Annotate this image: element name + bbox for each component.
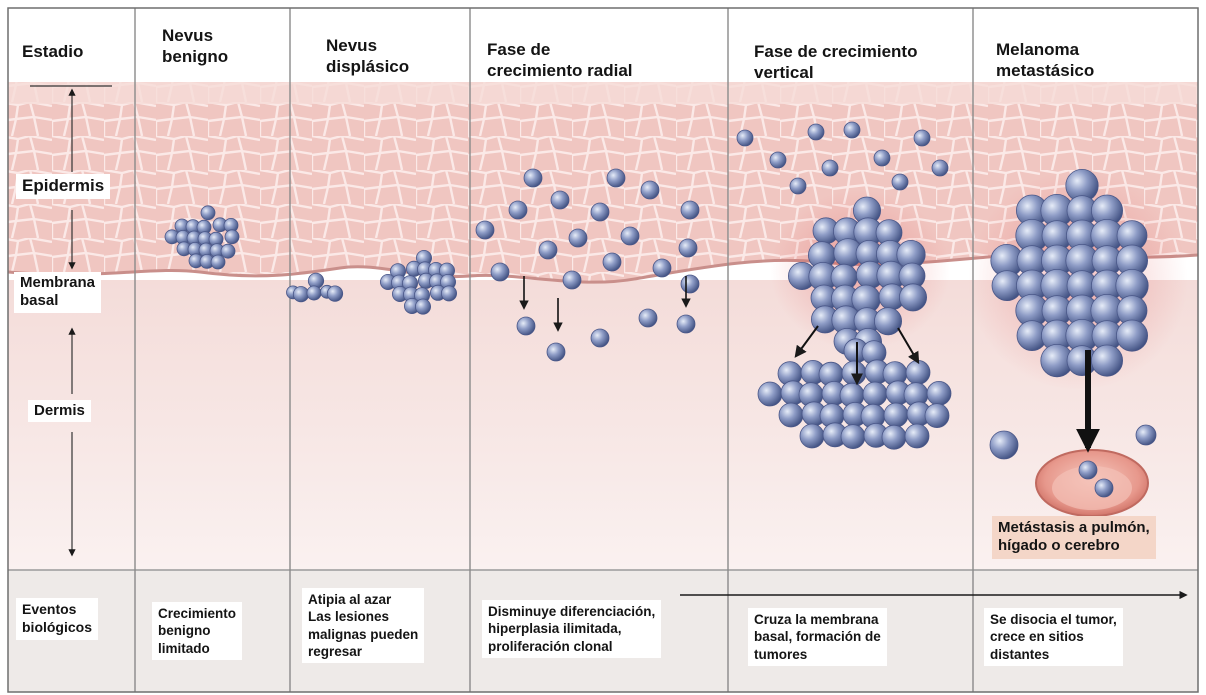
- melanocyte-cell: [842, 361, 866, 385]
- stratum-corneum: [8, 82, 1198, 104]
- melanocyte-cell: [681, 201, 699, 219]
- melanocyte-cell: [415, 299, 430, 314]
- melanocyte-cell: [551, 191, 569, 209]
- melanocyte-cell: [892, 174, 908, 190]
- melanocyte-cell: [293, 287, 308, 302]
- distant-metastasis-nodule: [1036, 450, 1148, 516]
- melanocyte-cell: [779, 403, 803, 427]
- metastasis-label: Metástasis a pulmón, hígado o cerebro: [992, 516, 1156, 559]
- melanocyte-cell: [863, 382, 887, 406]
- header-estadio: Estadio: [22, 42, 83, 63]
- melanocyte-cell: [905, 424, 929, 448]
- event-melanoma-metastasico: Se disocia el tumor, crece en sitios dis…: [984, 608, 1123, 666]
- melanocyte-cell: [822, 160, 838, 176]
- melanocyte-cell: [927, 381, 951, 405]
- header-fase-radial: Fase de crecimiento radial: [487, 40, 633, 81]
- melanocyte-cell: [932, 160, 948, 176]
- melanocyte-cell: [914, 130, 930, 146]
- melanocyte-cell: [1091, 345, 1122, 376]
- melanocyte-cell: [653, 259, 671, 277]
- melanocyte-cell: [925, 404, 949, 428]
- melanocyte-cell: [681, 275, 699, 293]
- layer-label-dermis: Dermis: [28, 400, 91, 422]
- melanocyte-cell: [476, 221, 494, 239]
- melanocyte-cell: [307, 286, 321, 300]
- melanocyte-cell: [737, 130, 753, 146]
- melanocyte-cell: [641, 181, 659, 199]
- melanocyte-cell: [603, 253, 621, 271]
- melanocyte-cell: [441, 286, 456, 301]
- melanocyte-cell: [906, 360, 930, 384]
- melanocyte-cell: [517, 317, 535, 335]
- melanocyte-cell: [1095, 479, 1113, 497]
- event-fase-vertical: Cruza la membrana basal, formación de tu…: [748, 608, 887, 666]
- event-nevus-displasico: Atipia al azar Las lesiones malignas pue…: [302, 588, 424, 663]
- melanocyte-cell: [591, 203, 609, 221]
- melanocyte-cell: [221, 244, 235, 258]
- melanocyte-cell: [899, 284, 926, 311]
- melanocyte-cell: [607, 169, 625, 187]
- header-nevus-displasico: Nevus displásico: [326, 36, 409, 77]
- melanocyte-cell: [677, 315, 695, 333]
- melanocyte-cell: [524, 169, 542, 187]
- melanocyte-cell: [639, 309, 657, 327]
- melanocyte-cell: [882, 425, 906, 449]
- melanocyte-cell: [990, 431, 1018, 459]
- melanocyte-cell: [790, 178, 806, 194]
- melanocyte-cell: [509, 201, 527, 219]
- melanocyte-cell: [758, 382, 782, 406]
- melanocyte-cell: [211, 255, 225, 269]
- melanocyte-cell: [563, 271, 581, 289]
- melanocyte-cell: [679, 239, 697, 257]
- melanocyte-cell: [770, 152, 786, 168]
- melanocyte-cell: [874, 308, 901, 335]
- melanocyte-cell: [591, 329, 609, 347]
- event-nevus-benigno: Crecimiento benigno limitado: [152, 602, 242, 660]
- event-label-eventos-biologicos: Eventos biológicos: [16, 598, 98, 640]
- melanocyte-cell: [808, 124, 824, 140]
- melanocyte-cell: [1136, 425, 1156, 445]
- melanocyte-cell: [491, 263, 509, 281]
- melanocyte-cell: [621, 227, 639, 245]
- melanocyte-cell: [800, 424, 824, 448]
- melanocyte-cell: [569, 229, 587, 247]
- melanocyte-cell: [547, 343, 565, 361]
- melanocyte-cell: [874, 150, 890, 166]
- melanocyte-cell: [225, 230, 239, 244]
- header-melanoma-metastasico: Melanoma metastásico: [996, 40, 1094, 81]
- melanocyte-cell: [1079, 461, 1097, 479]
- melanocyte-cell: [201, 206, 215, 220]
- event-fase-radial: Disminuye diferenciación, hiperplasia il…: [482, 600, 661, 658]
- melanocyte-cell: [1116, 320, 1147, 351]
- melanocyte-cell: [841, 425, 865, 449]
- melanocyte-cell: [884, 403, 908, 427]
- melanocyte-cell: [327, 286, 342, 301]
- layer-label-epidermis: Epidermis: [16, 174, 110, 199]
- melanocyte-cell: [539, 241, 557, 259]
- header-fase-vertical: Fase de crecimiento vertical: [754, 42, 917, 83]
- melanocyte-cell: [844, 122, 860, 138]
- header-nevus-benigno: Nevus benigno: [162, 26, 228, 67]
- layer-label-membrana-basal: Membrana basal: [14, 272, 101, 313]
